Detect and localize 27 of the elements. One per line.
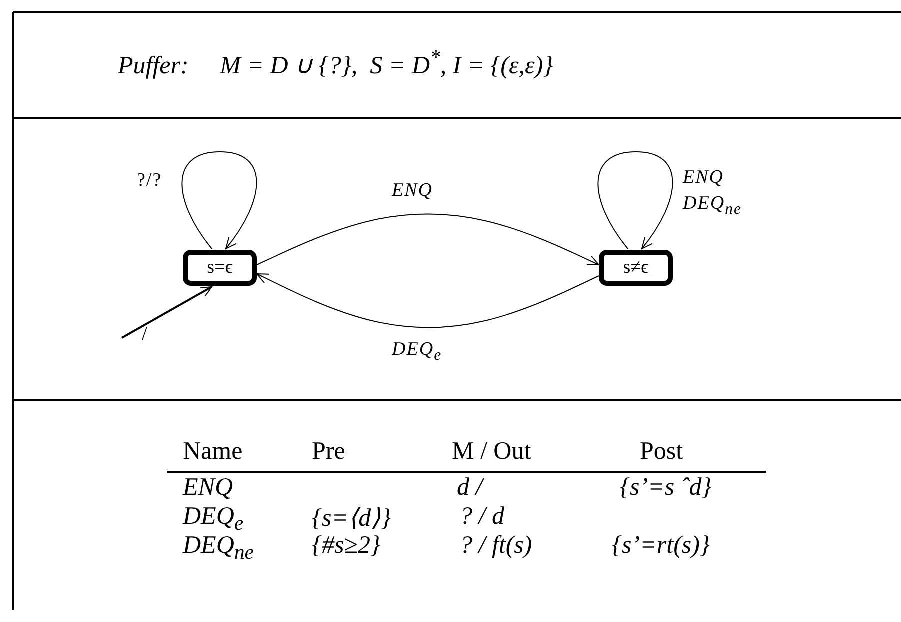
table-cell: ? / d bbox=[460, 503, 504, 531]
table-cell: {s’=s ˆd} bbox=[620, 474, 712, 502]
edge-label: ENQ bbox=[392, 179, 433, 203]
initial-arrow bbox=[122, 286, 212, 339]
column-header: Pre bbox=[312, 438, 346, 466]
state-label: s=ϵ bbox=[207, 257, 233, 279]
edge-label: / bbox=[142, 323, 148, 347]
edge-label: ENQ DEQ$_{ne}$ bbox=[683, 166, 744, 220]
table-cell: ENQ bbox=[183, 474, 233, 502]
table-cell: {#s≥2} bbox=[312, 532, 380, 560]
arrow bbox=[256, 274, 600, 328]
state-label: s≠ϵ bbox=[623, 257, 649, 279]
arrow bbox=[256, 214, 600, 266]
loop-arrow bbox=[182, 152, 258, 250]
edge-label: DEQ$_{e}$ bbox=[392, 338, 442, 366]
loop-arrow bbox=[598, 152, 674, 250]
column-header: M / Out bbox=[452, 438, 532, 466]
column-header: Name bbox=[183, 438, 243, 466]
table-cell: ? / ft(s) bbox=[460, 532, 532, 560]
table-cell: {s’=rt(s)} bbox=[612, 532, 710, 560]
table-cell-text: {s=⟨d⟩} bbox=[312, 504, 392, 533]
table-cell: d / bbox=[457, 474, 483, 502]
state-box bbox=[599, 250, 673, 286]
column-header: Post bbox=[640, 438, 684, 466]
title: Puffer: M = D ∪ {?}, S = D$^{*}$, I = {(ε,ε)} bbox=[118, 45, 554, 80]
edge-label: ?/? bbox=[137, 169, 162, 193]
state-box bbox=[183, 250, 257, 286]
